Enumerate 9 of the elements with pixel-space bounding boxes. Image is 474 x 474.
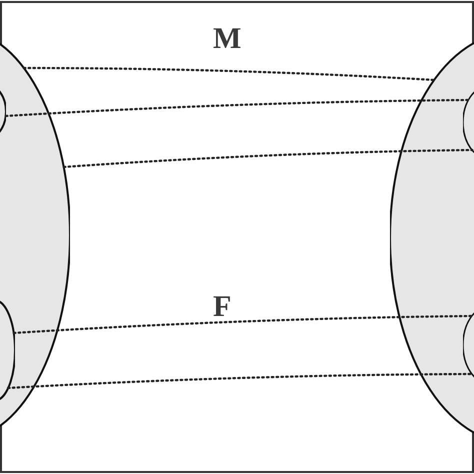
dotted-line	[62, 148, 474, 168]
dotted-line	[6, 372, 473, 390]
dotted-line	[4, 98, 470, 118]
dotted-line	[12, 314, 473, 334]
group-label: F	[213, 292, 232, 322]
ellipse-region	[390, 41, 474, 435]
ellipse-region	[0, 42, 70, 428]
group-label: M	[213, 24, 242, 54]
dotted-line	[22, 66, 436, 82]
